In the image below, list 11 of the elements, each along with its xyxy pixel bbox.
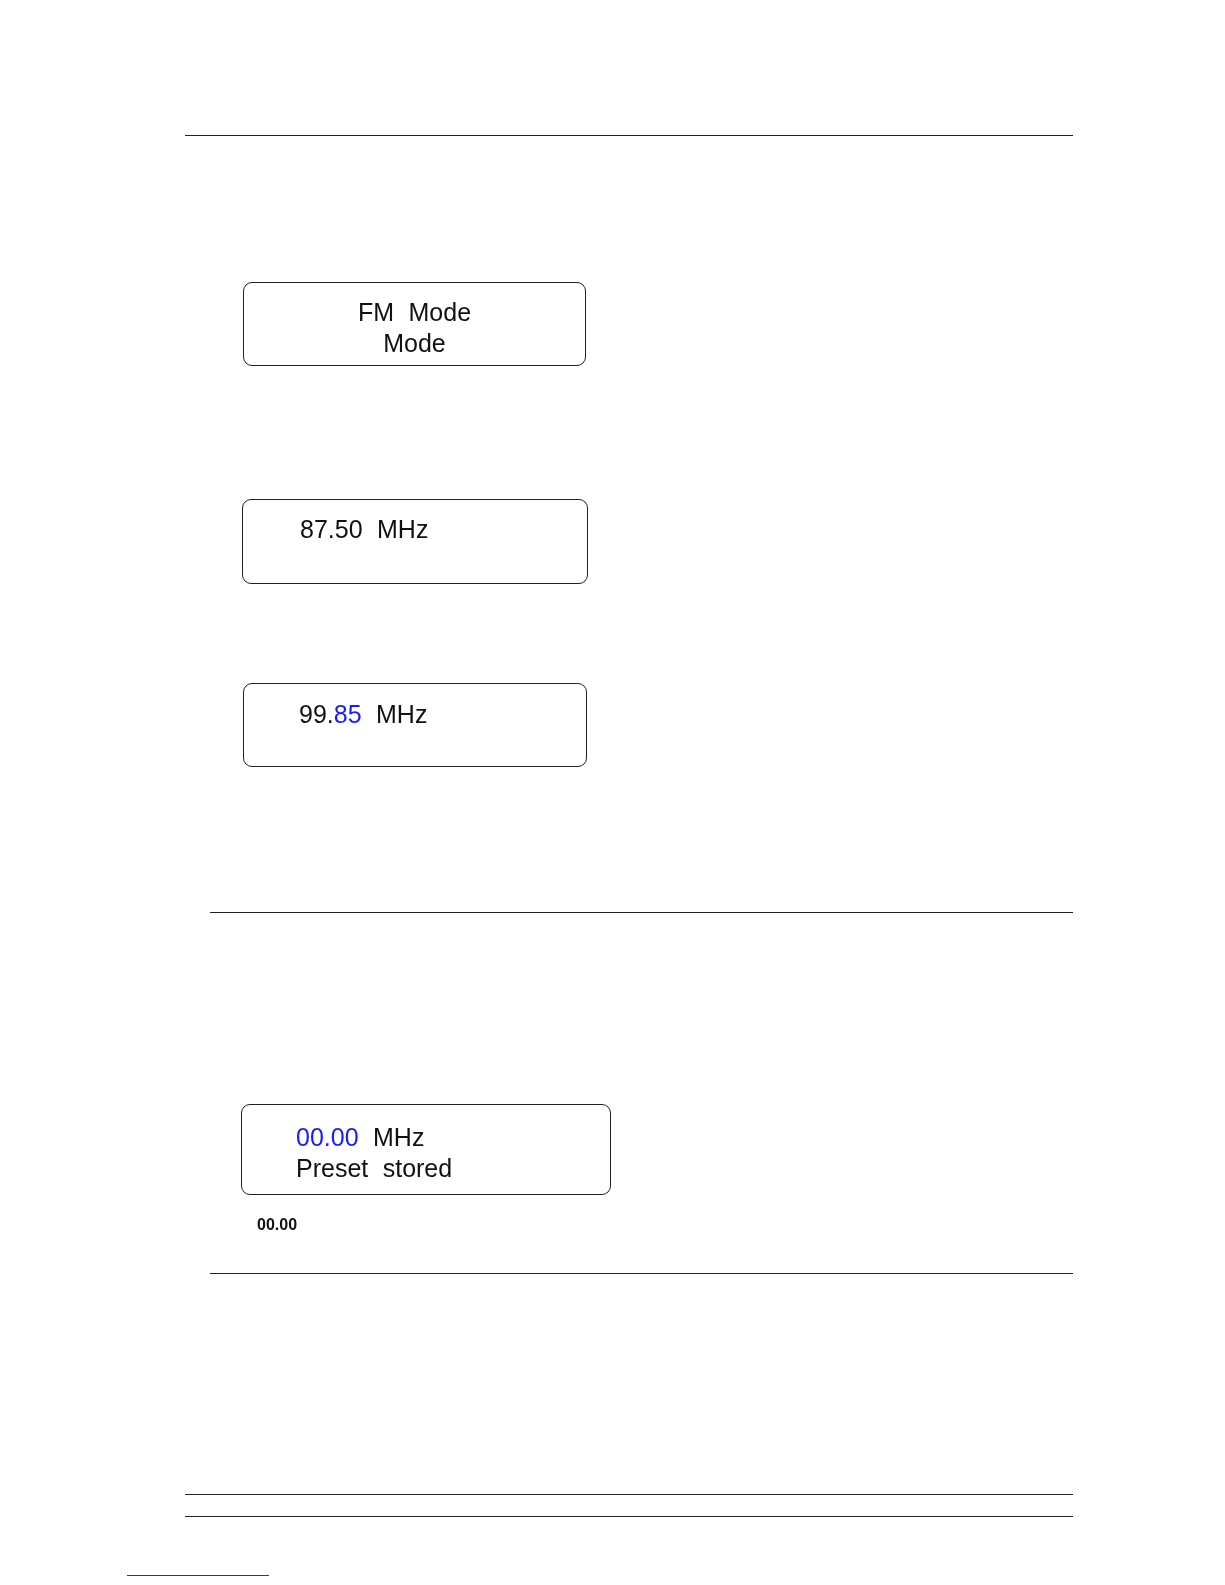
lcd-display-panel [242,499,588,584]
display-text: 00.00 MHz [296,1122,425,1153]
display-text: Preset stored [296,1153,453,1184]
lcd-display-panel [241,1104,611,1195]
note-text: 00.00 [257,1215,298,1235]
display-text: FM Mode [357,297,472,328]
lcd-display-panel [243,683,587,767]
display-text: Mode [383,328,446,359]
display-text: 87.50 MHz [300,514,429,545]
lcd-display-panel [243,282,586,366]
display-text: 99.85 MHz [299,699,428,730]
